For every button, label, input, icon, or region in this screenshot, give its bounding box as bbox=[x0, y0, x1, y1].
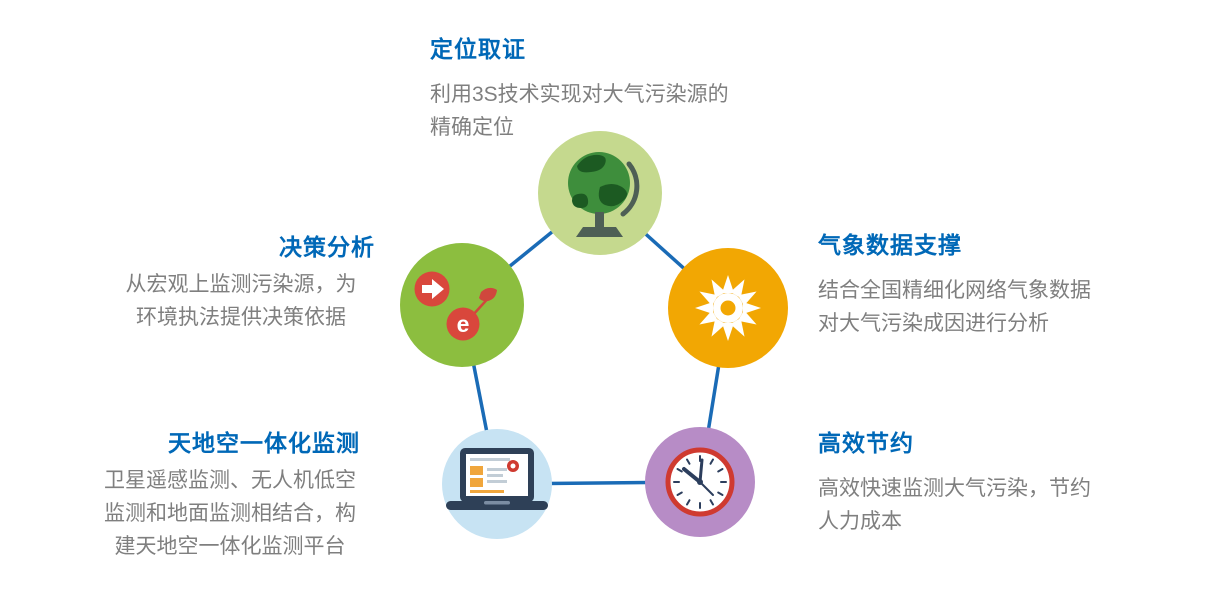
text-block-efficiency: 高效节约 高效快速监测大气污染，节约 人力成本 bbox=[818, 424, 1198, 538]
weather-title: 气象数据支撑 bbox=[818, 232, 962, 258]
decision-e-label: e bbox=[457, 311, 470, 337]
sun-icon bbox=[695, 275, 761, 341]
text-block-monitoring-desc: 卫星遥感监测、无人机低空 监测和地面监测相结合，构 建天地空一体化监测平台 bbox=[78, 464, 382, 563]
laptop-icon bbox=[446, 448, 548, 510]
positioning-title: 定位取证 bbox=[430, 36, 526, 62]
monitoring-title: 天地空一体化监测 bbox=[168, 430, 360, 456]
weather-desc: 结合全国精细化网络气象数据 对大气污染成因进行分析 bbox=[818, 279, 1091, 335]
node-circle-decision bbox=[400, 243, 524, 367]
decision-desc: 从宏观上监测污染源，为 环境执法提供决策依据 bbox=[125, 273, 357, 329]
clock-icon bbox=[665, 447, 735, 517]
monitoring-desc: 卫星遥感监测、无人机低空 监测和地面监测相结合，构 建天地空一体化监测平台 bbox=[104, 469, 356, 558]
globe-icon bbox=[568, 152, 640, 237]
text-block-positioning: 定位取证 利用3S技术实现对大气污染源的 精确定位 bbox=[430, 30, 820, 144]
text-block-decision-title: 决策分析 bbox=[279, 228, 375, 262]
efficiency-title: 高效节约 bbox=[818, 430, 914, 456]
efficiency-desc: 高效快速监测大气污染，节约 人力成本 bbox=[818, 477, 1091, 533]
text-block-monitoring-title: 天地空一体化监测 bbox=[168, 424, 360, 458]
text-block-decision-desc: 从宏观上监测污染源，为 环境执法提供决策依据 bbox=[112, 268, 370, 334]
text-block-weather: 气象数据支撑 结合全国精细化网络气象数据 对大气污染成因进行分析 bbox=[818, 226, 1198, 340]
decision-icon: e bbox=[414, 271, 497, 341]
positioning-desc: 利用3S技术实现对大气污染源的 精确定位 bbox=[430, 83, 729, 139]
decision-title: 决策分析 bbox=[279, 234, 375, 260]
